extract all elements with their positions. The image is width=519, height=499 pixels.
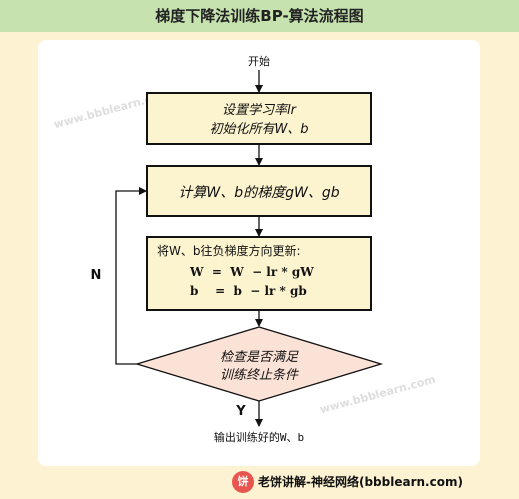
start-label: 开始 <box>248 55 270 68</box>
formula-w: W = W − lr * gW <box>190 265 314 279</box>
footer-credit: 老饼讲解-神经网络(bbblearn.com) <box>258 475 463 489</box>
setup-line-1: 设置学习率lr <box>222 103 296 118</box>
end-label: 输出训练好的W、b <box>213 431 305 444</box>
loop-back-arrow <box>115 187 147 365</box>
formula-b: b = b − lr * gb <box>190 284 307 298</box>
gradient-label: 计算W、b的梯度gW、gb <box>178 185 340 201</box>
title-bar <box>0 0 519 32</box>
setup-line-2: 初始化所有W、b <box>209 122 309 137</box>
page-title: 梯度下降法训练BP-算法流程图 <box>155 7 364 25</box>
update-box <box>146 236 372 311</box>
logo-icon: 饼 <box>232 471 254 493</box>
label-no: N <box>90 268 102 283</box>
label-yes: Y <box>236 404 246 419</box>
decision-line-1: 检查是否满足 <box>219 350 298 365</box>
update-heading: 将W、b往负梯度方向更新: <box>157 244 301 258</box>
decision-line-2: 训练终止条件 <box>219 368 298 383</box>
